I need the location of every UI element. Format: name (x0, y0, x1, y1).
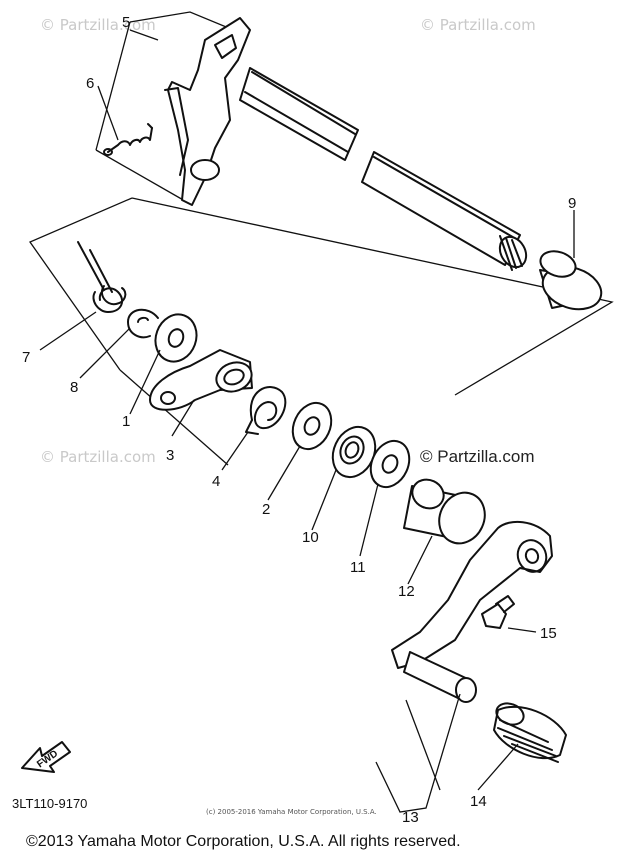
callout-15: 15 (540, 625, 557, 642)
collar-12-part (403, 478, 486, 545)
bolt-15-part (481, 595, 515, 629)
callout-14: 14 (470, 793, 487, 810)
washer-2-part (291, 401, 333, 451)
lever-3-part (149, 349, 253, 411)
torsion-spring-7-part (77, 241, 127, 313)
fine-print: (c) 2005-2016 Yamaha Motor Corporation, … (206, 808, 377, 816)
leader-lines (39, 29, 575, 813)
callout-10: 10 (302, 529, 319, 546)
callout-9: 9 (568, 195, 576, 212)
watermark-top-left: © Partzilla.com (40, 16, 156, 34)
callout-3: 3 (166, 447, 174, 464)
fwd-arrow-icon: FWD (21, 741, 71, 773)
copyright-notice: ©2013 Yamaha Motor Corporation, U.S.A. A… (26, 833, 461, 850)
washer-11-part (369, 439, 411, 489)
shift-pedal-part (391, 520, 553, 703)
callout-7: 7 (22, 349, 30, 366)
callout-13: 13 (402, 809, 419, 826)
watermark-center: © Partzilla.com (420, 447, 535, 466)
callout-6: 6 (86, 75, 94, 92)
spring-6-part (103, 123, 153, 156)
diagram-code: 3LT110-9170 (12, 796, 87, 811)
assembly-outline (29, 11, 614, 466)
callout-labels: 5 6 7 8 1 3 4 2 10 11 12 9 15 14 13 (22, 14, 576, 826)
watermark-mid-left: © Partzilla.com (40, 448, 156, 466)
callout-5: 5 (122, 14, 130, 31)
bearing-10-part (331, 425, 377, 479)
watermark-top-right: © Partzilla.com (420, 16, 536, 34)
circlip-8-part (127, 308, 159, 339)
callout-4: 4 (212, 473, 220, 490)
callout-2: 2 (262, 501, 270, 518)
pedal-rubber-14-part (493, 702, 567, 763)
callout-8: 8 (70, 379, 78, 396)
callout-11: 11 (350, 559, 366, 576)
spring-4-part (245, 386, 287, 435)
callout-1: 1 (122, 413, 130, 430)
collar-9-part (539, 250, 603, 311)
shift-shaft-part (164, 17, 528, 271)
callout-12: 12 (398, 583, 415, 600)
washer-1-part (154, 313, 198, 363)
